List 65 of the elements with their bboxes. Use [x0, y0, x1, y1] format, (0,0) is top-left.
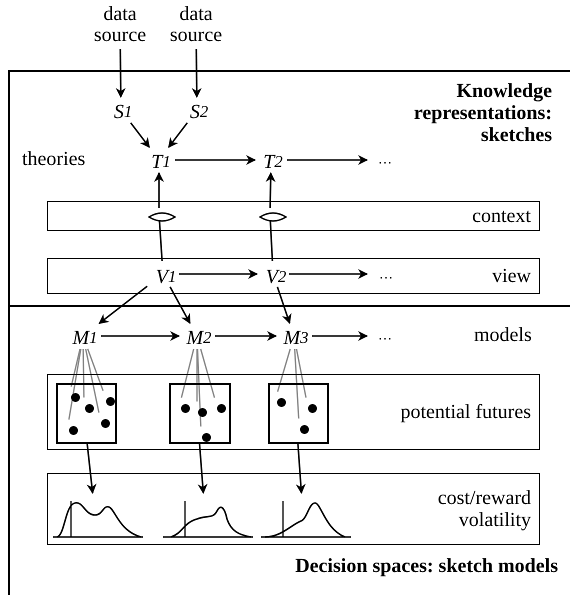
arrow	[130, 122, 150, 148]
futures-square	[169, 383, 231, 444]
point-marker	[70, 392, 80, 402]
point-marker	[180, 404, 190, 412]
ellipsis-symbol: ⋯	[370, 326, 400, 350]
point-marker	[300, 424, 308, 434]
point-marker	[198, 408, 206, 416]
lens-symbol	[148, 212, 176, 222]
section-title: Knowledge representations: sketches	[412, 80, 552, 146]
futures-square	[56, 383, 117, 444]
layer-label: view	[492, 265, 531, 287]
row-label: models	[474, 324, 532, 347]
connector-line	[196, 348, 202, 427]
point-marker	[276, 398, 286, 406]
layer-label: cost/reward volatility	[436, 487, 531, 531]
point-marker	[106, 396, 114, 406]
arrow	[179, 269, 258, 279]
connector-line	[294, 348, 300, 419]
connector-line	[87, 348, 104, 392]
ellipsis-symbol: ⋯	[371, 265, 401, 289]
layer-band	[47, 201, 540, 231]
arrow	[86, 442, 97, 494]
arrow	[168, 122, 188, 148]
lens-symbol	[259, 212, 287, 222]
layer-label: potential futures	[400, 401, 531, 423]
point-marker	[216, 404, 226, 412]
arrow	[276, 286, 292, 324]
futures-square	[268, 383, 329, 444]
arrow	[312, 331, 368, 341]
section-panel	[8, 70, 570, 305]
point-marker	[84, 404, 94, 412]
arrow	[287, 155, 368, 165]
layer-band	[47, 258, 540, 294]
section-panel	[8, 305, 570, 595]
point-marker	[68, 426, 78, 434]
connector-line	[200, 348, 216, 398]
connector-line	[70, 348, 81, 387]
source-label: data source	[88, 2, 152, 48]
arrow	[198, 442, 208, 494]
arrow	[116, 49, 126, 98]
arrow	[169, 286, 191, 324]
layer-label: context	[472, 205, 531, 227]
source-label: data source	[164, 2, 228, 48]
connector-line	[82, 349, 85, 398]
point-marker	[100, 418, 110, 428]
arrow	[192, 49, 202, 98]
ellipsis-symbol: ⋯	[370, 150, 400, 174]
arrow	[296, 442, 306, 494]
point-marker	[308, 404, 316, 412]
arrow	[215, 331, 277, 341]
connector-line	[276, 348, 291, 392]
arrow	[175, 155, 256, 165]
connector-line	[296, 348, 307, 398]
layer-band	[47, 473, 540, 545]
connector-line	[180, 348, 194, 398]
connector-line	[85, 348, 100, 413]
connector-line	[196, 349, 198, 402]
row-label: theories	[22, 148, 86, 171]
layer-band	[47, 374, 540, 450]
arrow	[289, 269, 368, 279]
section-title: Decision spaces: sketch models	[294, 555, 558, 577]
arrow	[266, 172, 276, 208]
point-marker	[202, 432, 210, 442]
arrow	[101, 331, 180, 341]
arrow	[154, 172, 164, 208]
